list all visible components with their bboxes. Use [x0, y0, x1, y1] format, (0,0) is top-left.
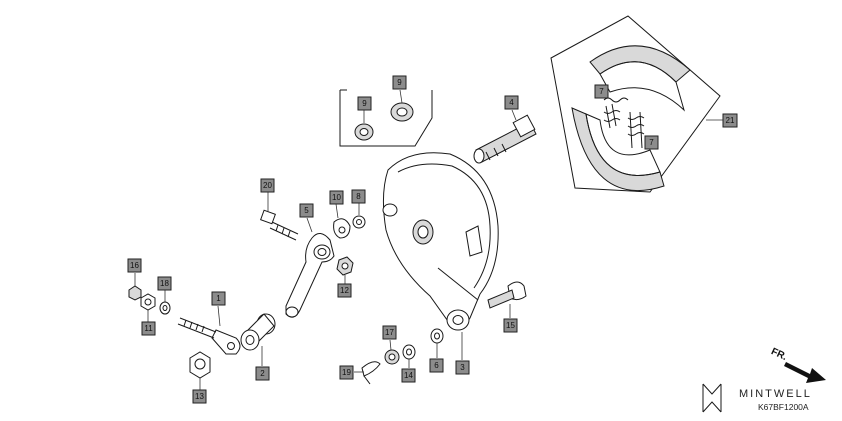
cotter-pin-19 [354, 361, 381, 385]
callout-9a: 9 [357, 96, 372, 111]
callout-15: 15 [503, 318, 518, 333]
svg-text:1: 1 [216, 294, 221, 303]
rod-joint-1 [177, 305, 241, 355]
callout-5: 5 [299, 203, 314, 218]
callout-10: 10 [329, 190, 344, 205]
front-direction-indicator: FR. [769, 346, 826, 383]
svg-text:MINTWELL: MINTWELL [739, 388, 812, 400]
svg-text:9: 9 [362, 99, 367, 108]
callout-16: 16 [127, 258, 142, 273]
svg-text:2: 2 [260, 369, 265, 378]
svg-text:7: 7 [649, 138, 654, 147]
svg-text:16: 16 [130, 261, 139, 270]
svg-text:7: 7 [599, 87, 604, 96]
brake-panel [382, 152, 499, 360]
callout-18: 18 [157, 276, 172, 291]
svg-text:5: 5 [304, 206, 309, 215]
spring-upper [603, 97, 629, 129]
svg-text:6: 6 [434, 361, 439, 370]
washer-14 [402, 344, 416, 368]
svg-text:8: 8 [356, 192, 361, 201]
brake-arm [285, 217, 335, 318]
callout-13: 13 [192, 389, 207, 404]
callout-19: 19 [339, 365, 354, 380]
svg-text:18: 18 [160, 279, 169, 288]
svg-text:13: 13 [195, 392, 204, 401]
svg-text:FR.: FR. [769, 346, 788, 363]
svg-text:17: 17 [385, 328, 394, 337]
callout-8: 8 [351, 189, 366, 204]
callout-20: 20 [260, 178, 275, 193]
callout-6: 6 [429, 358, 444, 373]
callout-2: 2 [255, 366, 270, 381]
callout-7a: 7 [594, 84, 609, 99]
svg-text:14: 14 [404, 371, 413, 380]
callout-17: 17 [382, 325, 397, 340]
callout-3: 3 [455, 360, 470, 375]
diagram-code: K67BF1200A [758, 402, 809, 412]
bearing-inset-panel [339, 89, 433, 147]
nut-13 [189, 351, 211, 390]
callout-21: 21 [722, 113, 738, 128]
callout-14: 14 [401, 368, 416, 383]
callout-11: 11 [141, 321, 156, 336]
collar-17 [384, 339, 400, 365]
bolt-20 [260, 192, 299, 241]
svg-text:9: 9 [397, 78, 402, 87]
svg-text:3: 3 [460, 363, 465, 372]
svg-text:4: 4 [509, 98, 514, 107]
svg-text:15: 15 [506, 321, 515, 330]
brake-shoe-group [550, 15, 723, 193]
spring-lower [627, 111, 645, 149]
callout-9b: 9 [392, 75, 407, 90]
callout-12: 12 [337, 283, 352, 298]
bolt-15 [487, 281, 527, 318]
callout-7b: 7 [644, 135, 659, 150]
bearing-left [354, 123, 374, 141]
svg-text:11: 11 [144, 324, 153, 333]
callout-1: 1 [211, 291, 226, 306]
washer-8 [352, 203, 366, 229]
collar-2 [240, 313, 276, 366]
svg-text:21: 21 [726, 116, 735, 125]
bearing-right [390, 102, 414, 122]
nut-16 [128, 273, 142, 301]
brand-logo: MINTWELL [702, 383, 812, 413]
nut-12 [336, 256, 354, 284]
nut-11 [140, 293, 156, 322]
brake-cam-shaft [473, 109, 537, 164]
svg-text:12: 12 [340, 286, 349, 295]
callout-4: 4 [504, 95, 519, 110]
svg-text:10: 10 [332, 193, 341, 202]
svg-text:20: 20 [263, 181, 272, 190]
svg-text:19: 19 [342, 368, 351, 377]
washer-6 [430, 328, 444, 358]
washer-18 [159, 290, 171, 315]
clip-10 [333, 203, 351, 239]
